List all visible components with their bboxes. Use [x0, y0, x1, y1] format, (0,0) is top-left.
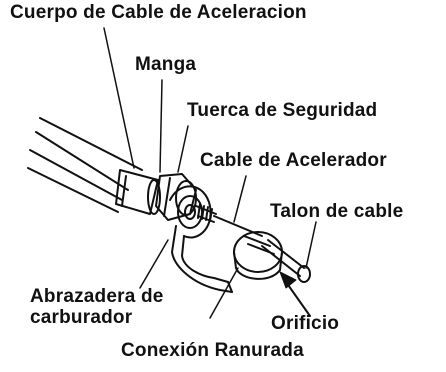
label-bracket-line2: carburador [30, 307, 133, 328]
label-bracket-line1: Abrazadera de [30, 286, 164, 307]
hole-arrow [279, 271, 311, 317]
label-hole: Orificio [271, 313, 340, 334]
cable-sheath [27, 117, 143, 213]
leader-lines [103, 27, 317, 319]
cable-end-pin [261, 239, 311, 283]
label-throttle-cable: Cable de Acelerador [200, 150, 387, 171]
label-cable-body: Cuerpo de Cable de Aceleracion [10, 2, 307, 23]
label-slotted-connection: Conexión Ranurada [121, 340, 304, 361]
label-cable-end: Talon de cable [270, 201, 404, 222]
carburetor-bracket [169, 185, 233, 293]
threaded-end [195, 203, 217, 223]
cable-sleeve [115, 169, 161, 215]
label-sleeve: Manga [135, 54, 197, 75]
label-lock-nut: Tuerca de Seguridad [187, 100, 378, 121]
